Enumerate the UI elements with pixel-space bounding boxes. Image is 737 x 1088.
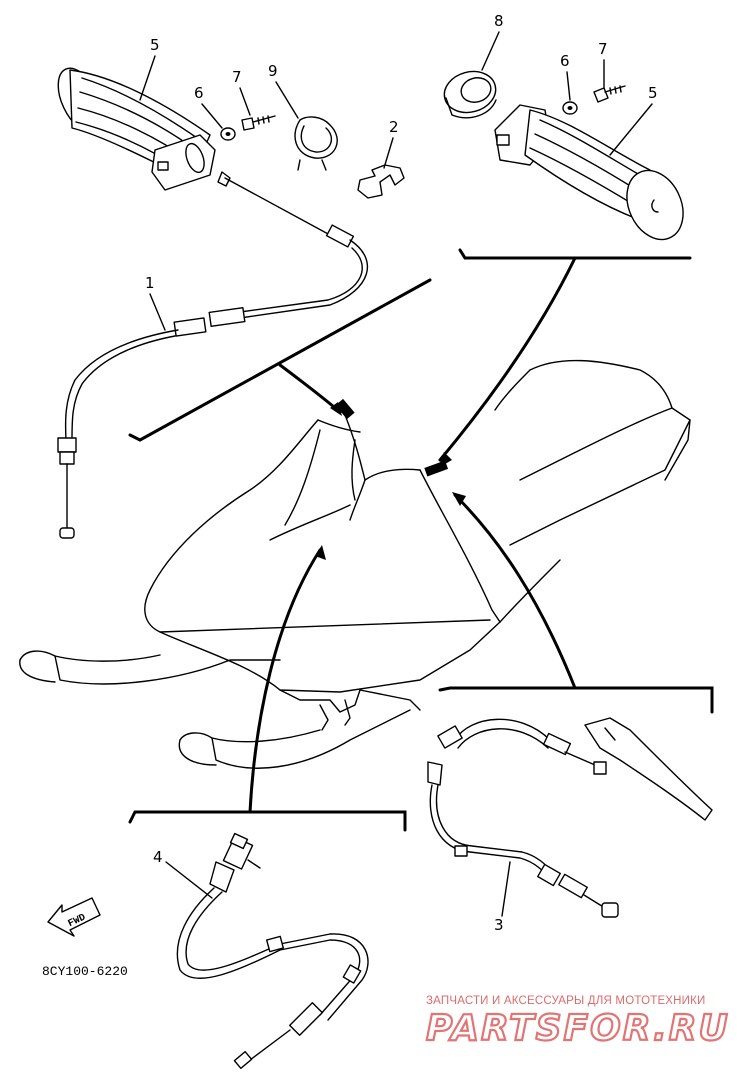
callout-grip-right: 5 [648,84,658,102]
left-screw [241,115,276,131]
watermark-tagline: ЗАПЧАСТИ И АКСЕССУАРЫ ДЛЯ МОТОТЕХНИКИ [426,995,706,1007]
forward-arrow-icon: FWD [47,897,101,937]
left-handlebar-grip [57,67,216,191]
leader-lines [128,248,714,832]
callout-speedometer-cable: 4 [153,848,163,866]
right-handlebar-grip [494,104,684,241]
callout-collar: 8 [494,12,504,30]
callout-washer-left: 6 [194,84,204,102]
callout-grip-left: 5 [150,36,160,54]
diagram-code: 8CY100-6220 [42,964,128,979]
callout-screw-right: 7 [598,40,608,58]
callout-clip: 9 [268,62,278,80]
callout-bracket: 2 [389,118,399,136]
callout-brake-cable: 3 [494,916,504,934]
snowmobile-illustration [19,359,691,769]
speedometer-cable [176,832,369,1070]
watermark-brand: PARTSFOR.RU [426,1008,730,1049]
callout-labels: 5 6 7 9 2 8 6 7 5 1 4 3 [139,12,658,934]
right-screw [593,85,626,103]
clip [294,116,338,171]
handlebar-cables-on-machine [335,398,449,521]
throttle-cable [57,171,369,539]
callout-washer-right: 6 [560,52,570,70]
brake-cable [427,718,619,918]
callout-screw-left: 7 [232,68,242,86]
collar [443,70,497,119]
callout-throttle-cable: 1 [145,274,155,292]
brake-lever [584,717,713,821]
bracket [357,164,405,199]
